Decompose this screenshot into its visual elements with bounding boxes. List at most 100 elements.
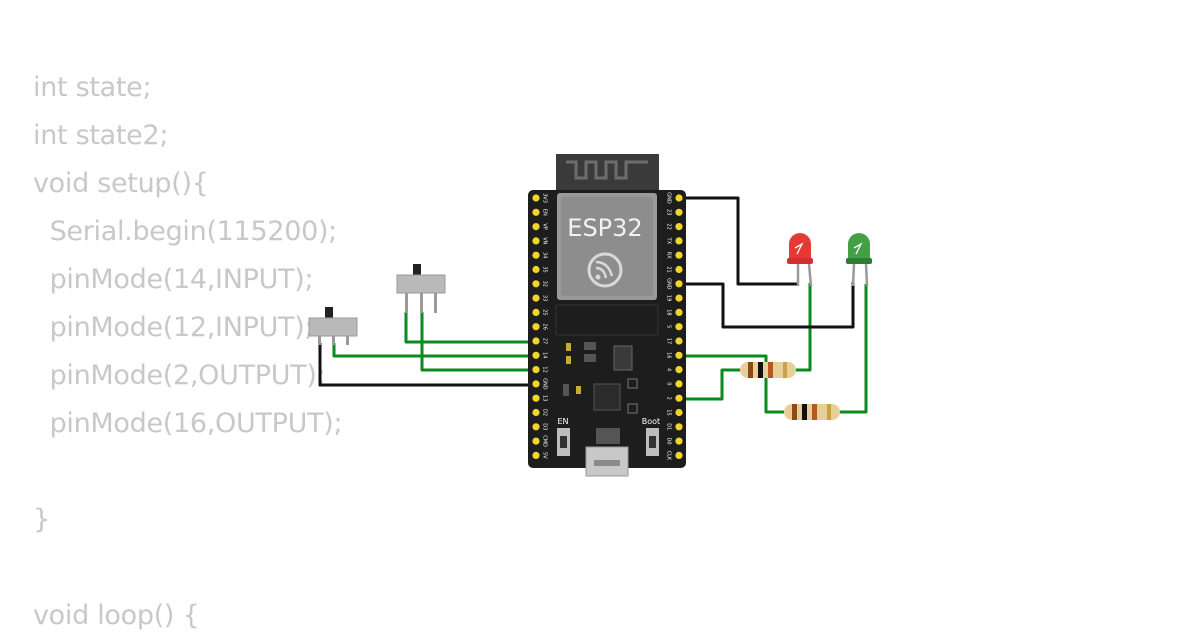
right-header-pin[interactable] xyxy=(675,394,683,402)
right-header-pin[interactable] xyxy=(675,437,683,445)
right-header-pin[interactable] xyxy=(675,337,683,345)
resistor-1[interactable] xyxy=(740,362,796,378)
right-header-pin[interactable] xyxy=(675,351,683,359)
left-header-pin[interactable] xyxy=(532,280,540,288)
right-header-pin-label: 23 xyxy=(666,209,672,215)
right-header-pin[interactable] xyxy=(675,265,683,274)
switch-pin xyxy=(346,336,349,345)
left-header-pin[interactable] xyxy=(532,394,540,402)
left-header-pin[interactable] xyxy=(532,223,540,231)
wire-switch2-right[interactable] xyxy=(420,312,538,372)
left-header-pin-label: CMD xyxy=(542,435,548,447)
left-header-pin[interactable] xyxy=(532,251,540,259)
right-header-pin[interactable] xyxy=(675,323,683,331)
usb-chip xyxy=(593,383,621,411)
left-header-pin[interactable] xyxy=(532,423,540,431)
resistor-band xyxy=(812,404,817,420)
right-header-pin[interactable] xyxy=(675,423,683,431)
boot-button-cap[interactable] xyxy=(649,436,656,448)
code-line: int state; xyxy=(33,72,152,103)
green-led[interactable] xyxy=(846,233,872,287)
black-wires xyxy=(318,196,855,387)
right-header-pin[interactable] xyxy=(675,194,683,202)
right-header-pin[interactable] xyxy=(675,208,683,216)
left-header-pin[interactable] xyxy=(532,294,540,302)
right-header-pin[interactable] xyxy=(675,308,683,316)
switch-knob[interactable] xyxy=(325,307,333,318)
right-header-pin-label: CLK xyxy=(666,451,672,461)
right-header-pin-label: 18 xyxy=(666,309,672,315)
en-button-cap[interactable] xyxy=(560,436,567,448)
left-header-pin[interactable] xyxy=(532,208,540,216)
wire-resistor-green-led[interactable] xyxy=(838,284,868,414)
left-header-pin-label: VP xyxy=(542,223,548,229)
slide-switch-2[interactable] xyxy=(396,264,446,313)
left-header-pin[interactable] xyxy=(532,265,540,274)
led-leg xyxy=(851,263,856,287)
switch-pin xyxy=(318,336,321,345)
right-header-pin[interactable] xyxy=(675,451,683,459)
left-header-pin-label: 14 xyxy=(542,352,548,358)
left-header-pin[interactable] xyxy=(532,351,540,359)
code-line: Serial.begin(115200); xyxy=(33,216,338,247)
left-header-pin[interactable] xyxy=(532,323,540,331)
wire-pin16-resistor[interactable] xyxy=(679,354,784,414)
wire-resistor-red-led[interactable] xyxy=(796,283,812,372)
resistor-band xyxy=(748,362,753,378)
left-header-pin-label: 27 xyxy=(542,338,548,344)
right-header-pin[interactable] xyxy=(675,408,683,417)
led-reflection xyxy=(853,242,863,255)
resistor-2[interactable] xyxy=(784,404,840,420)
right-header-pin-label: 21 xyxy=(666,266,672,272)
led-leg xyxy=(807,263,813,287)
wire-gnd-red-led[interactable] xyxy=(679,196,798,286)
right-header-pin[interactable] xyxy=(675,294,683,302)
right-header-pin-label: TX xyxy=(666,237,672,245)
right-header-pin[interactable] xyxy=(675,251,683,259)
green-wires xyxy=(332,283,868,414)
left-header-pin[interactable] xyxy=(532,408,540,417)
wire-gnd-green-led[interactable] xyxy=(679,282,855,329)
wire-switch2-left[interactable] xyxy=(404,312,538,344)
smd-component xyxy=(627,403,638,414)
wire-switch1-gnd[interactable] xyxy=(318,343,538,387)
left-header-pin-label: GND xyxy=(542,378,548,390)
code-line: int state2; xyxy=(33,120,169,151)
switch-knob[interactable] xyxy=(413,264,421,275)
left-header-pin-label: 13 xyxy=(542,395,548,401)
code-line: pinMode(14,INPUT); xyxy=(33,264,314,295)
slide-switch-1[interactable] xyxy=(308,307,358,345)
left-header-pin[interactable] xyxy=(532,380,540,388)
wire-switch1-signal[interactable] xyxy=(332,343,538,358)
code-line: void loop() { xyxy=(33,600,200,631)
left-header-pin[interactable] xyxy=(532,366,540,374)
right-header-pin[interactable] xyxy=(675,380,683,388)
usb-port-opening xyxy=(594,460,620,466)
left-header-pin[interactable] xyxy=(532,437,540,445)
smd-component xyxy=(584,342,596,350)
right-header-pin[interactable] xyxy=(675,223,683,231)
left-header-pin-label: D3 xyxy=(542,423,548,430)
switch-pin xyxy=(332,336,335,345)
code-line: pinMode(12,INPUT); xyxy=(33,312,314,343)
right-header-pin[interactable] xyxy=(675,280,683,288)
switch-body xyxy=(308,317,358,337)
right-header-pin[interactable] xyxy=(675,237,683,245)
switch-pin xyxy=(434,293,437,313)
left-header-pin[interactable] xyxy=(532,194,540,202)
left-header-pin[interactable] xyxy=(532,308,540,316)
esp32-board[interactable]: ESP32 EN Boot 3V3ENVPVN34353233252627141… xyxy=(528,154,686,477)
right-header-pin-label: 4 xyxy=(666,368,672,371)
red-led[interactable] xyxy=(787,233,813,287)
right-header-pin[interactable] xyxy=(675,366,683,374)
left-header-pin-label: D2 xyxy=(542,409,548,416)
wire-pin2-resistor[interactable] xyxy=(679,368,740,401)
left-header-pin[interactable] xyxy=(532,337,540,345)
board-title: ESP32 xyxy=(567,214,642,242)
left-header-pin-label: 26 xyxy=(542,324,548,330)
right-header-pin-label: 22 xyxy=(666,223,672,229)
left-header-pin[interactable] xyxy=(532,451,540,459)
left-header-pin[interactable] xyxy=(532,237,540,245)
switch-pin xyxy=(420,293,423,313)
antenna-trace xyxy=(566,160,648,180)
